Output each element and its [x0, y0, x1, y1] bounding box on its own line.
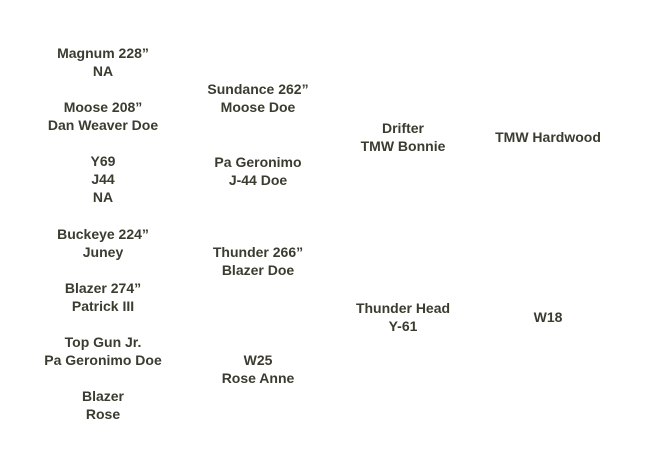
pedigree-entry-top-gun: Top Gun Jr. Pa Geronimo Doe — [44, 333, 161, 369]
dam-name: Dan Weaver Doe — [47, 117, 159, 133]
sire-name: Sundance 262” — [207, 81, 309, 97]
sire-name: Top Gun Jr. — [64, 334, 142, 350]
subject-name: TMW Hardwood — [495, 129, 601, 145]
entry-line: NA — [92, 189, 114, 205]
pedigree-entry-tmw-hardwood: TMW Hardwood — [495, 128, 601, 146]
sire-name: Blazer 274” — [64, 280, 142, 296]
pedigree-entry-pa-geronimo: Pa Geronimo J-44 Doe — [214, 153, 301, 189]
dam-name: Patrick III — [71, 298, 135, 314]
pedigree-entry-w25: W25 Rose Anne — [222, 351, 295, 387]
dam-name: Juney — [82, 244, 124, 260]
pedigree-entry-sundance: Sundance 262” Moose Doe — [207, 80, 308, 116]
dam-name: NA — [92, 63, 114, 79]
dam-name: Moose Doe — [220, 99, 296, 115]
dam-name: Rose Anne — [221, 370, 295, 386]
sire-name: Magnum 228” — [57, 45, 149, 61]
entry-line: Y69 — [90, 153, 116, 169]
dam-name: J-44 Doe — [228, 172, 288, 188]
sire-name: Moose 208” — [63, 99, 143, 115]
dam-name: Rose — [85, 406, 121, 422]
pedigree-entry-magnum: Magnum 228” NA — [57, 44, 149, 80]
pedigree-entry-thunder: Thunder 266” Blazer Doe — [213, 243, 303, 279]
pedigree-entry-y69: Y69 J44 NA — [91, 152, 116, 206]
sire-name: Buckeye 224” — [57, 226, 149, 242]
sire-name: Drifter — [381, 120, 425, 136]
pedigree-entry-blazer-rose: Blazer Rose — [82, 387, 124, 423]
dam-name: Pa Geronimo Doe — [44, 352, 162, 368]
pedigree-entry-moose: Moose 208” Dan Weaver Doe — [48, 98, 158, 134]
subject-name: W18 — [533, 309, 563, 325]
pedigree-entry-drifter: Drifter TMW Bonnie — [361, 119, 446, 155]
dam-name: Blazer Doe — [221, 262, 295, 278]
dam-name: TMW Bonnie — [360, 138, 446, 154]
pedigree-entry-blazer-274: Blazer 274” Patrick III — [65, 279, 141, 315]
sire-name: W25 — [243, 352, 273, 368]
pedigree-entry-thunder-head: Thunder Head Y-61 — [356, 299, 450, 335]
sire-name: Thunder Head — [355, 300, 451, 316]
entry-line: J44 — [91, 171, 115, 187]
pedigree-entry-w18: W18 — [534, 308, 563, 326]
sire-name: Thunder 266” — [212, 244, 304, 260]
sire-name: Pa Geronimo — [214, 154, 302, 170]
dam-name: Y-61 — [388, 318, 418, 334]
sire-name: Blazer — [81, 388, 125, 404]
pedigree-entry-buckeye: Buckeye 224” Juney — [57, 225, 149, 261]
